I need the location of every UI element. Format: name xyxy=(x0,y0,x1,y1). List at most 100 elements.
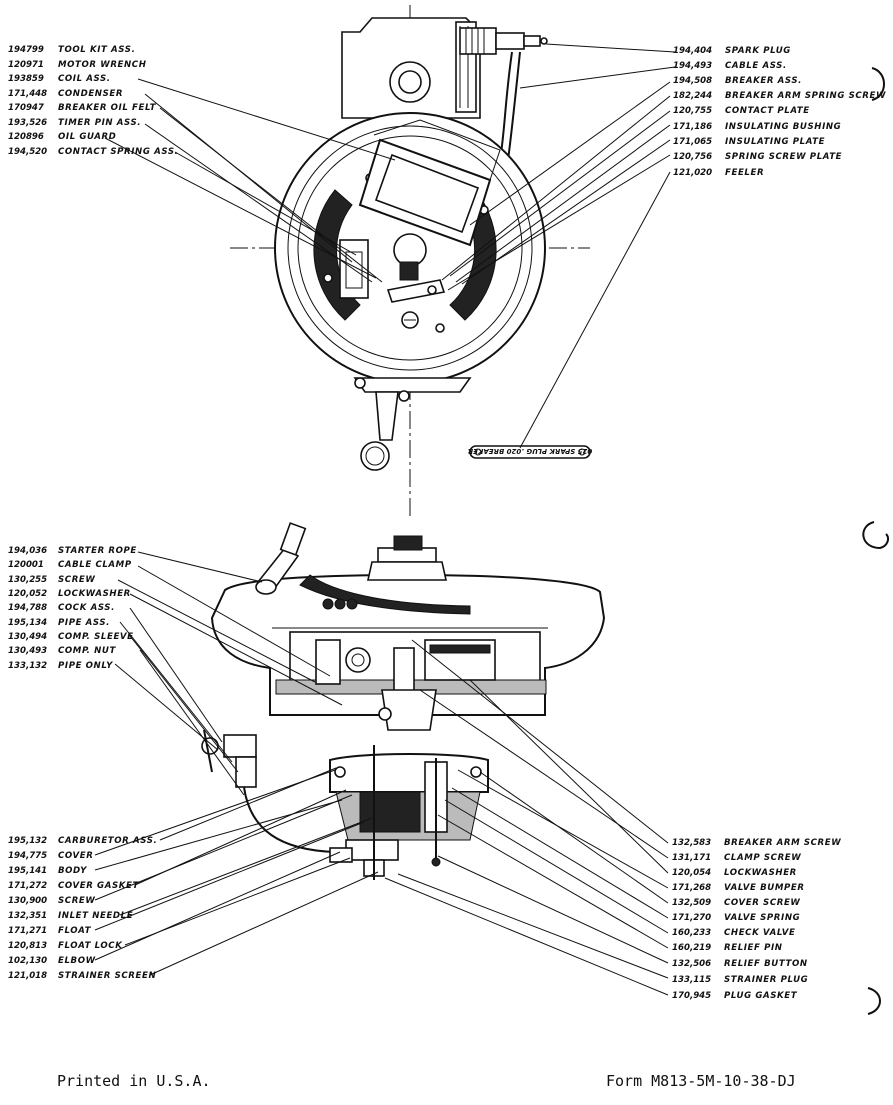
bot-right-num-2: 120,054 xyxy=(672,868,711,878)
bot-right-name-1: CLAMP SCREW xyxy=(724,853,801,863)
spark-plug-icon xyxy=(459,27,548,55)
bot-left-num-2: 195,141 xyxy=(8,866,47,876)
top-right-num-6: 171,065 xyxy=(673,137,712,147)
bot-left-name-9: STRAINER SCREEN xyxy=(58,971,156,981)
top-right-num-2: 194,508 xyxy=(673,76,712,86)
mid-left-num-3: 120,052 xyxy=(8,589,47,599)
bot-right-num-5: 171,270 xyxy=(672,913,711,923)
top-left-num-7: 194,520 xyxy=(8,147,47,157)
top-left-labels: 194799 TOOL KIT ASS. 120971 MOTOR WRENCH… xyxy=(8,45,178,157)
top-left-name-7: CONTACT SPRING ASS. xyxy=(58,147,178,157)
bot-left-num-4: 130,900 xyxy=(8,896,47,906)
top-left-num-6: 120896 xyxy=(8,132,44,142)
top-right-name-3: BREAKER ARM SPRING SCREW xyxy=(725,91,886,101)
mid-left-name-2: SCREW xyxy=(58,575,95,585)
mid-left-name-8: PIPE ONLY xyxy=(58,661,113,671)
magneto-assembly xyxy=(230,5,590,520)
mid-left-num-2: 130,255 xyxy=(8,575,47,585)
bot-left-name-1: COVER xyxy=(58,851,93,861)
bot-left-num-9: 121,018 xyxy=(8,971,47,981)
top-left-name-2: COIL ASS. xyxy=(58,74,111,84)
footer-printed-in: Printed in U.S.A. xyxy=(57,1072,211,1090)
mid-left-name-1: CABLE CLAMP xyxy=(58,560,132,570)
top-right-name-5: INSULATING BUSHING xyxy=(725,122,841,132)
bot-right-name-6: CHECK VALVE xyxy=(724,928,795,938)
carburetor-assembly xyxy=(329,745,489,880)
bot-right-num-10: 170,945 xyxy=(672,991,711,1001)
bot-left-num-3: 171,272 xyxy=(8,881,47,891)
top-right-num-4: 120,755 xyxy=(673,106,712,116)
top-left-num-4: 170947 xyxy=(8,103,44,113)
mid-left-num-6: 130,494 xyxy=(8,632,47,642)
top-right-name-7: SPRING SCREW PLATE xyxy=(725,152,842,162)
top-right-name-6: INSULATING PLATE xyxy=(725,137,825,147)
top-right-num-7: 120,756 xyxy=(673,152,712,162)
bot-right-name-8: RELIEF BUTTON xyxy=(724,959,808,969)
mid-left-name-6: COMP. SLEEVE xyxy=(58,632,134,642)
bot-right-num-1: 131,171 xyxy=(672,853,711,863)
mid-left-num-0: 194,036 xyxy=(8,546,47,556)
bot-right-name-2: LOCKWASHER xyxy=(724,868,797,878)
bot-left-num-5: 132,351 xyxy=(8,911,47,921)
mid-left-name-0: STARTER ROPE xyxy=(58,546,137,556)
bot-left-name-0: CARBURETOR ASS. xyxy=(58,836,157,846)
top-right-labels: 194,404 SPARK PLUG 194,493 CABLE ASS. 19… xyxy=(673,46,886,178)
bot-left-name-2: BODY xyxy=(58,866,87,876)
bot-left-name-6: FLOAT xyxy=(58,926,92,936)
top-left-num-0: 194799 xyxy=(8,45,44,55)
top-left-name-3: CONDENSER xyxy=(58,89,123,99)
top-right-name-8: FEELER xyxy=(725,168,764,178)
top-left-name-4: BREAKER OIL FELT xyxy=(58,103,157,113)
top-right-num-5: 171,186 xyxy=(673,122,712,132)
top-left-num-5: 193,526 xyxy=(8,118,47,128)
bottom-left-labels: 195,132 CARBURETOR ASS. 194,775 COVER 19… xyxy=(8,836,157,981)
coil-icon xyxy=(358,119,501,247)
bot-left-num-1: 194,775 xyxy=(8,851,47,861)
top-left-num-1: 120971 xyxy=(8,60,44,70)
bot-right-num-3: 171,268 xyxy=(672,883,711,893)
mid-left-name-4: COCK ASS. xyxy=(58,603,115,613)
top-left-name-1: MOTOR WRENCH xyxy=(58,60,147,70)
top-right-num-3: 182,244 xyxy=(673,91,712,101)
leader-lines xyxy=(94,43,676,996)
top-right-num-8: 121,020 xyxy=(673,168,712,178)
bot-left-name-8: ELBOW xyxy=(58,956,96,966)
top-left-num-2: 193859 xyxy=(8,74,44,84)
mid-left-name-7: COMP. NUT xyxy=(58,646,116,656)
top-right-name-4: CONTACT PLATE xyxy=(725,106,810,116)
top-right-name-2: BREAKER ASS. xyxy=(725,76,802,86)
mid-left-num-1: 120001 xyxy=(8,560,44,570)
bot-right-num-6: 160,233 xyxy=(672,928,711,938)
bot-right-name-10: PLUG GASKET xyxy=(724,991,798,1001)
bot-right-name-5: VALVE SPRING xyxy=(724,913,800,923)
top-left-name-5: TIMER PIN ASS. xyxy=(58,118,141,128)
bot-right-name-3: VALVE BUMPER xyxy=(724,883,805,893)
bot-left-num-6: 171,271 xyxy=(8,926,47,936)
bot-right-num-4: 132,509 xyxy=(672,898,711,908)
footer-form-number: Form M813-5M-10-38-DJ xyxy=(606,1072,796,1090)
bot-left-name-5: INLET NEEDLE xyxy=(58,911,133,921)
mid-left-name-5: PIPE ASS. xyxy=(58,618,110,628)
mid-left-num-4: 194,788 xyxy=(8,603,47,613)
bot-right-num-0: 132,583 xyxy=(672,838,711,848)
bot-left-name-3: COVER GASKET xyxy=(58,881,139,891)
top-right-name-1: CABLE ASS. xyxy=(725,61,787,71)
mid-left-num-5: 195,134 xyxy=(8,618,47,628)
top-left-name-6: OIL GUARD xyxy=(58,132,116,142)
bot-left-num-7: 120,813 xyxy=(8,941,47,951)
bot-left-name-7: FLOAT LOCK xyxy=(58,941,123,951)
mid-left-num-7: 130,493 xyxy=(8,646,47,656)
middle-left-labels: 194,036 STARTER ROPE 120001 CABLE CLAMP … xyxy=(8,546,137,671)
mid-left-name-3: LOCKWASHER xyxy=(58,589,131,599)
top-right-num-1: 194,493 xyxy=(673,61,712,71)
bot-left-name-4: SCREW xyxy=(58,896,95,906)
bottom-right-labels: 132,583 BREAKER ARM SCREW 131,171 CLAMP … xyxy=(672,838,841,1001)
feeler-gauge-text: 025 SPARK PLUG .020 BREAKER xyxy=(468,447,593,455)
bot-left-num-8: 102,130 xyxy=(8,956,47,966)
feeler-gauge: 025 SPARK PLUG .020 BREAKER xyxy=(468,445,593,459)
bot-right-name-7: RELIEF PIN xyxy=(724,943,783,953)
top-right-num-0: 194,404 xyxy=(673,46,712,56)
bot-right-num-8: 132,506 xyxy=(672,959,711,969)
bot-left-num-0: 195,132 xyxy=(8,836,47,846)
